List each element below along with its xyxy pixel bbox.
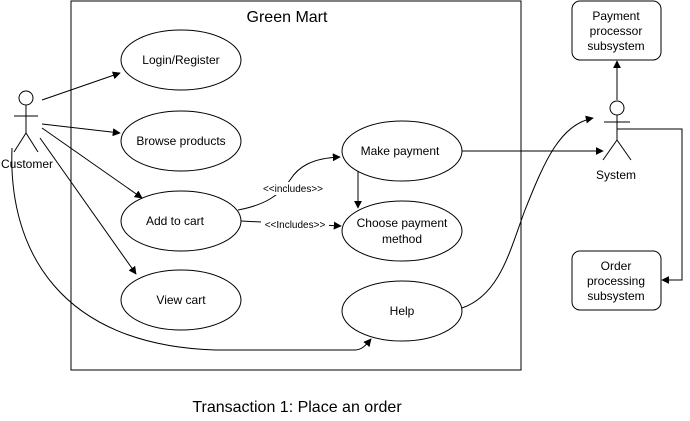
edge-customer-login xyxy=(41,71,121,101)
edge-customer-help xyxy=(11,147,372,351)
payment-subsystem-box xyxy=(571,0,662,61)
use-case-browse xyxy=(120,110,242,172)
use-case-login-label: Login/Register xyxy=(142,53,219,67)
order-subsystem-label-1: Order xyxy=(601,259,632,273)
edge-customer-browse xyxy=(41,123,121,137)
use-case-view-cart xyxy=(120,269,242,331)
use-case-choose-payment-label-2: method xyxy=(382,232,422,246)
use-case-view-cart-label: View cart xyxy=(156,293,206,307)
order-subsystem-label-2: processing xyxy=(587,274,645,288)
system-title: Green Mart xyxy=(247,9,328,26)
payment-subsystem-label-1: Payment xyxy=(592,9,640,23)
system-label: System xyxy=(596,168,636,182)
use-case-make-payment-label: Make payment xyxy=(361,144,440,158)
system-boundary xyxy=(70,0,522,371)
use-case-choose-payment-label-1: Choose payment xyxy=(357,216,448,230)
payment-subsystem-label-2: processor xyxy=(590,24,643,38)
customer-actor xyxy=(13,90,39,153)
use-case-add-to-cart-label: Add to cart xyxy=(146,214,205,228)
use-case-choose-payment xyxy=(341,200,463,262)
customer-label: Customer xyxy=(1,157,53,171)
includes-label-1: <<includes>> xyxy=(263,184,323,195)
order-subsystem-label-3: subsystem xyxy=(587,289,644,303)
edge-customer-view-cart xyxy=(39,137,137,275)
system-actor xyxy=(602,100,632,161)
edge-system-order-subsystem xyxy=(617,128,683,284)
edge-customer-add-to-cart xyxy=(41,127,143,199)
use-case-help xyxy=(341,280,463,342)
use-case-help-label: Help xyxy=(390,304,415,318)
edge-help-system xyxy=(461,115,594,309)
use-case-browse-label: Browse products xyxy=(136,134,225,148)
edge-add-to-cart-make-payment xyxy=(237,153,341,211)
includes-label-2: <<Includes>> xyxy=(265,220,326,231)
payment-subsystem-label-3: subsystem xyxy=(587,39,644,53)
diagram-caption: Transaction 1: Place an order xyxy=(192,399,402,416)
use-case-login xyxy=(120,29,242,91)
order-subsystem-box xyxy=(571,250,662,311)
